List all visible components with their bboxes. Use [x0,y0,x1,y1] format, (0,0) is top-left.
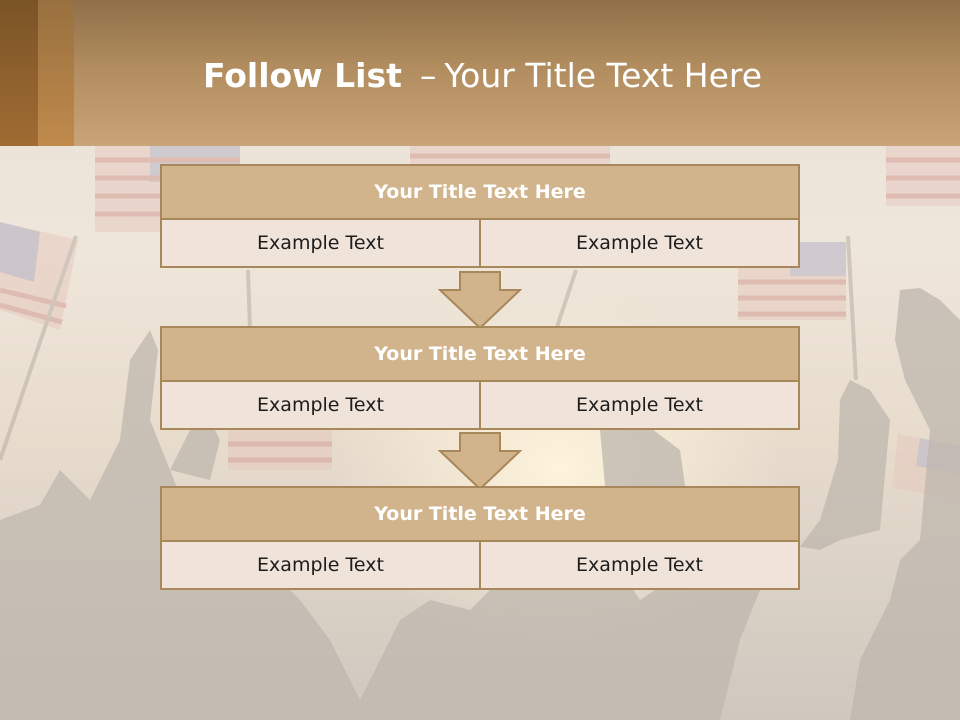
block-cell-left: Example Text [160,218,481,268]
down-arrow-icon [438,432,522,491]
flag-icon [886,146,960,206]
flow-block-2: Your Title Text Here Example Text Exampl… [160,326,800,430]
slide-title-text: Your Title Text Here [444,56,763,95]
flag-icon [228,430,332,470]
flag-icon [410,146,610,166]
slide-title-separator: – [419,56,437,95]
flow-block-3: Your Title Text Here Example Text Exampl… [160,486,800,590]
block-row: Example Text Example Text [160,540,800,590]
slide-title: Follow List–Your Title Text Here [203,54,762,98]
block-title: Your Title Text Here [160,326,800,382]
block-cell-right: Example Text [479,218,800,268]
block-row: Example Text Example Text [160,380,800,430]
block-cell-right: Example Text [479,540,800,590]
header-accent-strip [0,0,38,146]
flag-icon [0,222,78,461]
header-accent-strip [38,0,74,146]
header-band: Follow List–Your Title Text Here [0,0,960,146]
block-cell-right: Example Text [479,380,800,430]
flow-block-1: Your Title Text Here Example Text Exampl… [160,164,800,268]
block-cell-left: Example Text [160,380,481,430]
block-title: Your Title Text Here [160,486,800,542]
down-arrow-icon [438,271,522,330]
slide-title-bold: Follow List [203,56,402,95]
block-row: Example Text Example Text [160,218,800,268]
block-title: Your Title Text Here [160,164,800,220]
block-cell-left: Example Text [160,540,481,590]
